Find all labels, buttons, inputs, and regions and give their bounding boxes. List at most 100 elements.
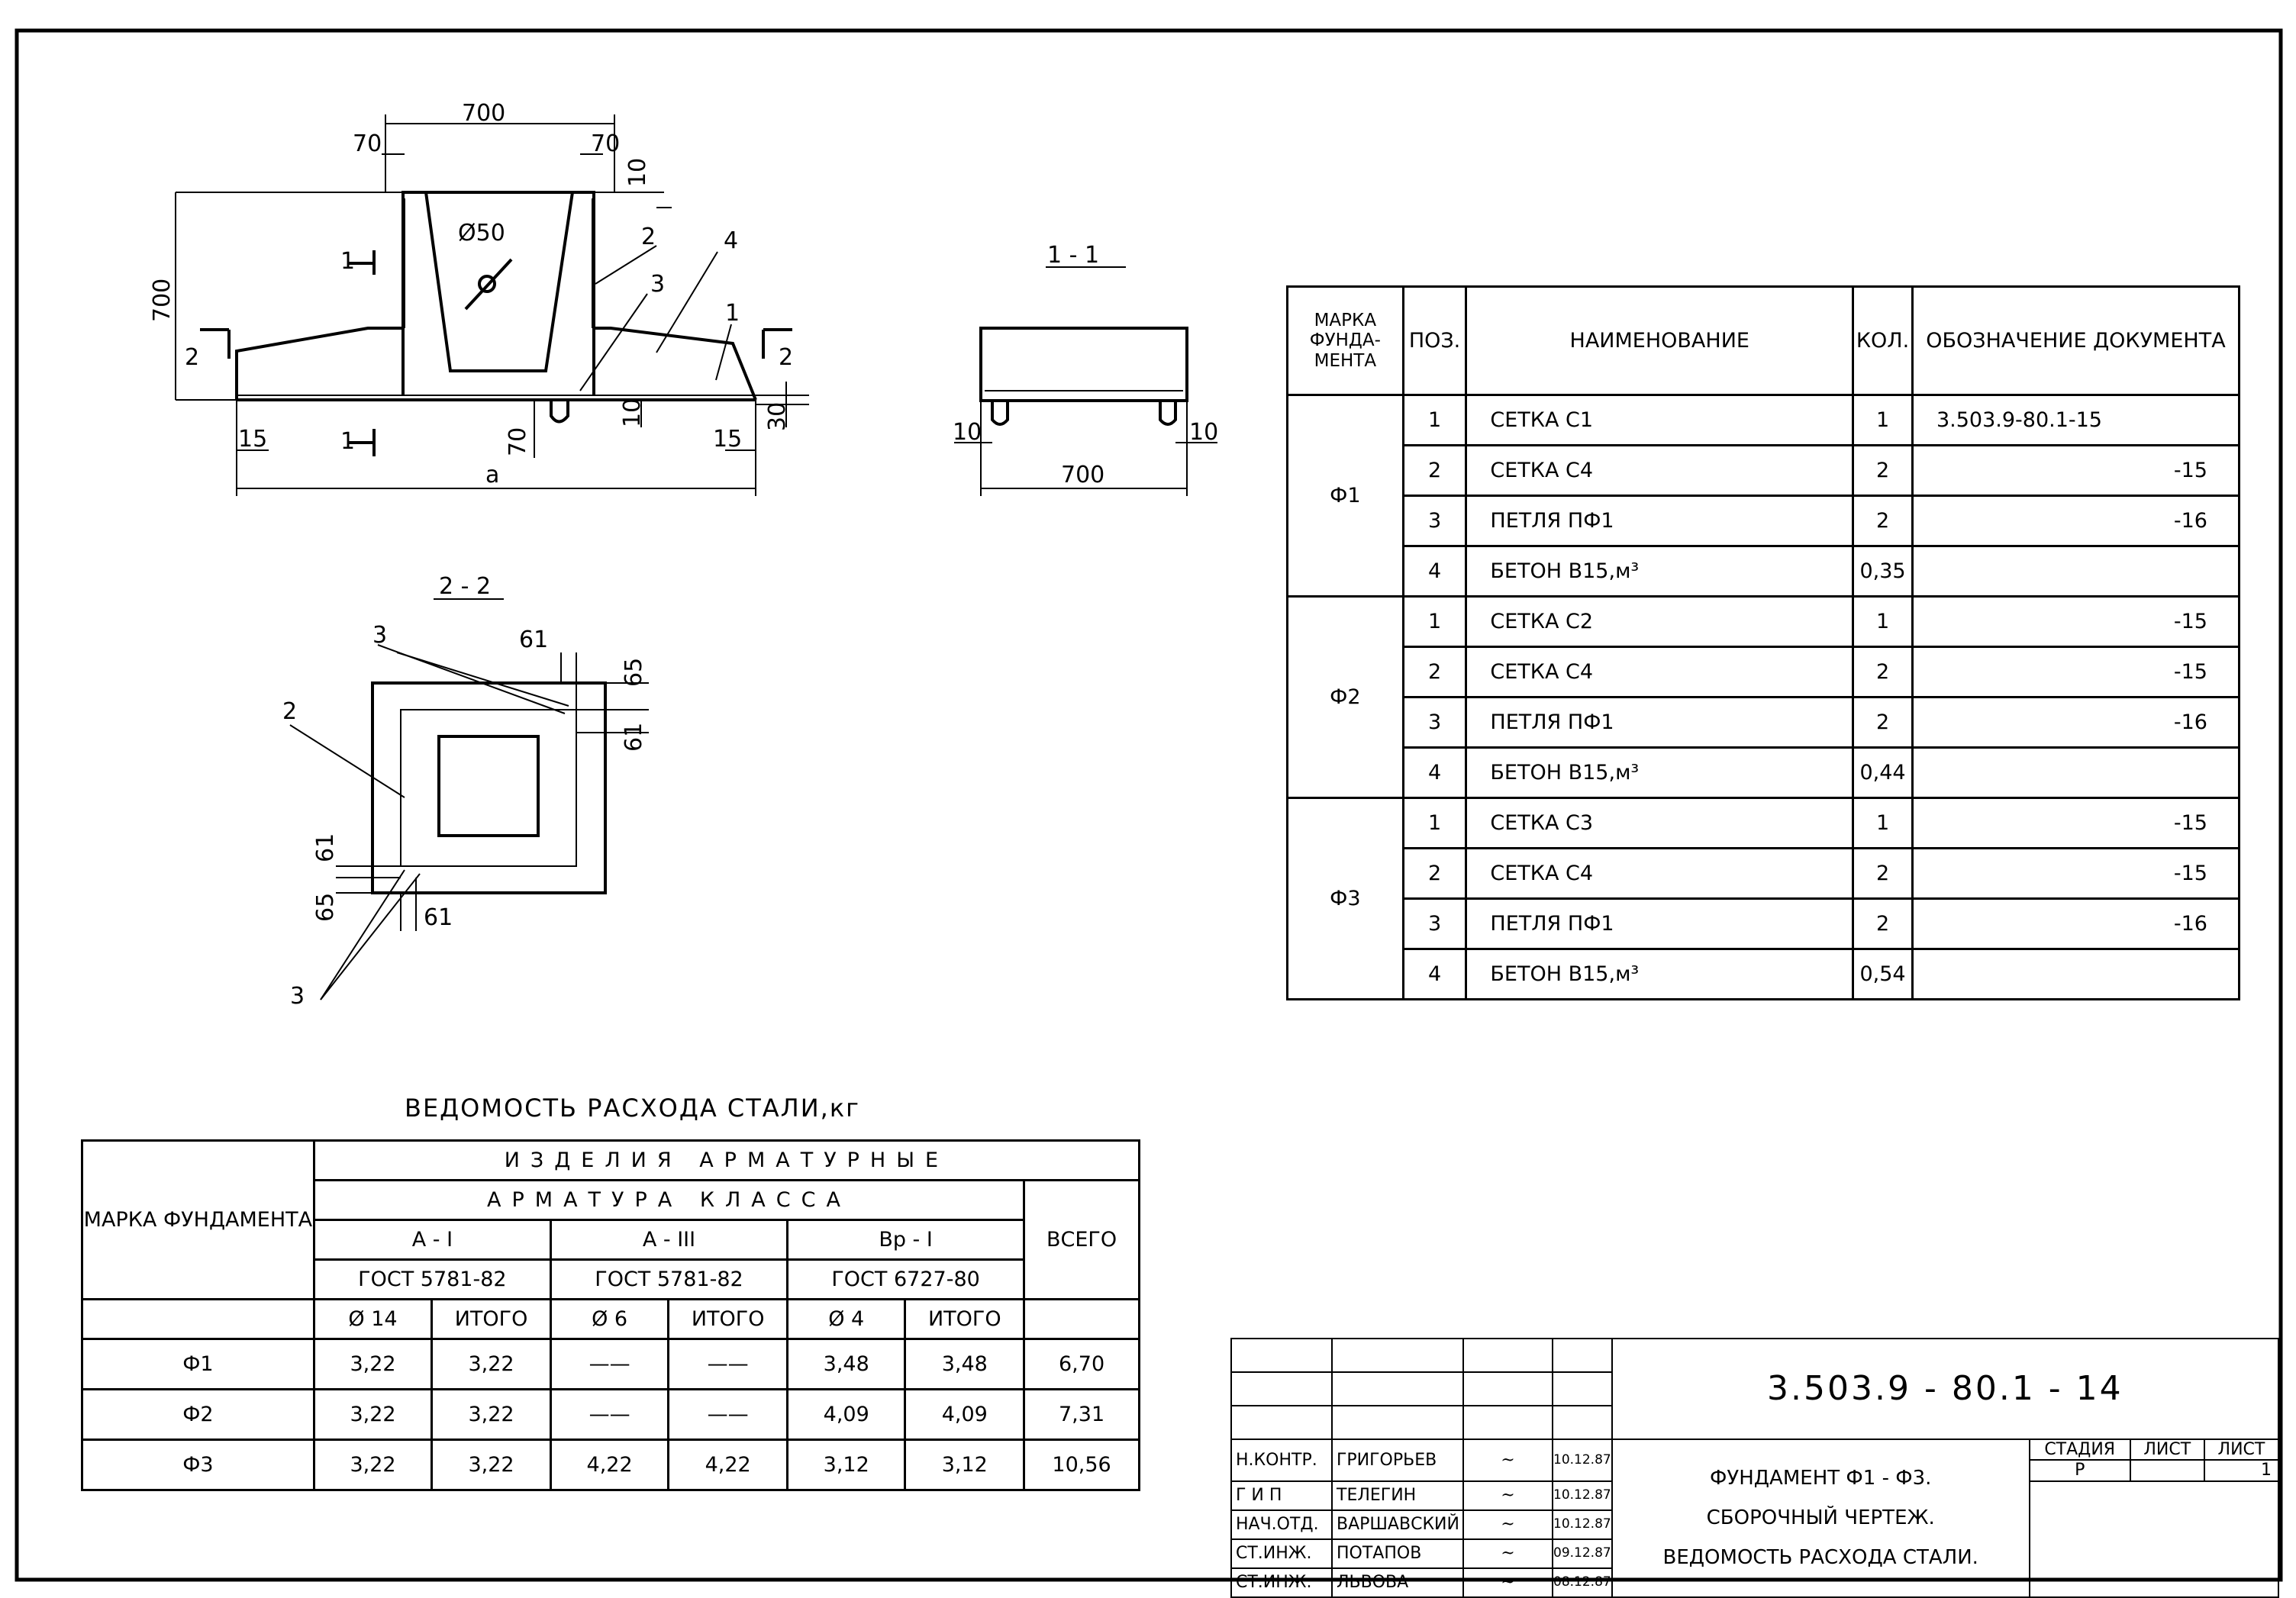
dim-10-top: 10 <box>624 158 651 187</box>
spec-qty: 2 <box>1852 847 1914 900</box>
cut-1-top: 1 <box>340 248 355 275</box>
spec-name: БЕТОН В15,м³ <box>1465 545 1855 598</box>
drawing-title: ФУНДАМЕНТ Ф1 - Ф3. СБОРОЧНЫЙ ЧЕРТЕЖ. ВЕД… <box>1611 1439 2030 1598</box>
spec-pos: 4 <box>1401 746 1468 799</box>
steel-header-total: ВСЕГО <box>1023 1179 1140 1300</box>
steel-class: Вр - I <box>786 1219 1026 1261</box>
staff-role: НАЧ.ОТД. <box>1230 1509 1333 1540</box>
steel-header-mark: МАРКА ФУНДАМЕНТА <box>81 1139 315 1300</box>
steel-sub: Ø 4 <box>786 1298 907 1340</box>
leader-1: 1 <box>725 300 740 327</box>
dim-30: 30 <box>764 402 791 431</box>
spec-qty: 2 <box>1852 696 1914 749</box>
spec-doc <box>1911 948 2241 1000</box>
spec-name: БЕТОН В15,м³ <box>1465 746 1855 799</box>
spec-pos: 4 <box>1401 545 1468 598</box>
section-1-1 <box>954 266 1217 496</box>
spec-pos: 3 <box>1401 696 1468 749</box>
leader-4: 4 <box>724 227 738 254</box>
section-2-2-61d: 61 <box>424 904 453 931</box>
section-2-2-61b: 61 <box>621 723 647 752</box>
dim-700-top: 700 <box>462 100 505 127</box>
spec-pos: 2 <box>1401 444 1468 497</box>
spec-doc: -15 <box>1911 797 2241 849</box>
spec-doc: -16 <box>1911 495 2241 547</box>
staff-name: ГРИГОРЬЕВ <box>1331 1439 1464 1482</box>
staff-role: СТ.ИНЖ. <box>1230 1538 1333 1569</box>
steel-cell: 4,22 <box>667 1439 789 1491</box>
steel-sub: Ø 14 <box>312 1298 434 1340</box>
steel-cell: 3,48 <box>904 1338 1026 1390</box>
staff-name: ПОТАПОВ <box>1331 1538 1464 1569</box>
spec-name: СЕТКА С4 <box>1465 847 1855 900</box>
staff-date: 10.12.87 <box>1552 1509 1613 1540</box>
steel-cell: —— <box>667 1388 789 1441</box>
spec-name: СЕТКА С3 <box>1465 797 1855 849</box>
staff-role: СТ.ИНЖ. <box>1230 1567 1333 1598</box>
steel-sub: ИТОГО <box>904 1298 1026 1340</box>
steel-cell: 7,31 <box>1023 1388 1140 1441</box>
spec-doc <box>1911 545 2241 598</box>
title-line-3: ВЕДОМОСТЬ РАСХОДА СТАЛИ. <box>1662 1546 1978 1570</box>
steel-class: А - III <box>549 1219 789 1261</box>
steel-cell: 3,22 <box>430 1338 552 1390</box>
steel-cell: 3,12 <box>904 1439 1026 1491</box>
staff-role: Г И П <box>1230 1480 1333 1511</box>
spec-name: СЕТКА С2 <box>1465 595 1855 648</box>
stage-header: СТАДИЯ <box>2030 1440 2130 1461</box>
sheet-col: ЛИСТ <box>2130 1440 2205 1480</box>
spec-pos: 3 <box>1401 897 1468 950</box>
spec-name: СЕТКА С1 <box>1465 394 1855 446</box>
section-1-1-width: 700 <box>1061 462 1104 488</box>
steel-cell: 3,22 <box>312 1338 434 1390</box>
steel-sub: Ø 6 <box>549 1298 670 1340</box>
steel-table: МАРКА ФУНДАМЕНТА ИЗДЕЛИЯ АРМАТУРНЫЕ АРМА… <box>81 1139 1141 1491</box>
steel-sub: ИТОГО <box>430 1298 552 1340</box>
section-2-2-pos3a: 3 <box>372 622 387 649</box>
steel-cell: 4,22 <box>549 1439 670 1491</box>
steel-mark: Ф2 <box>81 1388 315 1441</box>
spec-header-doc: ОБОЗНАЧЕНИЕ ДОКУМЕНТА <box>1911 285 2241 396</box>
spec-name: ПЕТЛЯ ПФ1 <box>1465 696 1855 749</box>
spec-pos: 4 <box>1401 948 1468 1000</box>
spec-name: СЕТКА С4 <box>1465 646 1855 698</box>
spec-qty: 0,44 <box>1852 746 1914 799</box>
staff-date: 08.12.87 <box>1552 1567 1613 1598</box>
spec-doc: 3.503.9-80.1-15 <box>1911 394 2241 446</box>
steel-mark: Ф1 <box>81 1338 315 1390</box>
cut-1-bottom: 1 <box>340 428 355 455</box>
spec-qty: 1 <box>1852 394 1914 446</box>
spec-qty: 1 <box>1852 595 1914 648</box>
dim-700-height: 700 <box>149 279 176 322</box>
sheet-frame <box>15 28 2283 1582</box>
steel-cell: 3,22 <box>312 1439 434 1491</box>
spec-table: МАРКА ФУНДА-МЕНТА ПОЗ. НАИМЕНОВАНИЕ КОЛ.… <box>1286 285 2241 1000</box>
sheets-header: ЛИСТ <box>2204 1440 2278 1461</box>
section-1-1-left: 10 <box>953 419 982 446</box>
steel-cell: 10,56 <box>1023 1439 1140 1491</box>
section-2-2-pos2: 2 <box>282 698 297 725</box>
leader-3: 3 <box>650 271 665 298</box>
section-2-2-pos3b: 3 <box>290 983 305 1010</box>
spec-header-pos: ПОЗ. <box>1401 285 1468 396</box>
spec-qty: 0,35 <box>1852 545 1914 598</box>
section-1-1-title: 1 - 1 <box>1047 242 1099 269</box>
section-2-2 <box>289 598 649 1000</box>
steel-sub: ИТОГО <box>667 1298 789 1340</box>
steel-cell: —— <box>667 1338 789 1390</box>
section-1-1-right: 10 <box>1189 419 1218 446</box>
spec-qty: 1 <box>1852 797 1914 849</box>
section-2-left: 2 <box>185 344 199 371</box>
signature: ~ <box>1462 1538 1553 1569</box>
spec-pos: 1 <box>1401 394 1468 446</box>
dim-15-left: 15 <box>238 426 267 453</box>
stage-cell: СТАДИЯ Р <box>2028 1439 2131 1482</box>
spec-qty: 2 <box>1852 646 1914 698</box>
steel-cell: 3,22 <box>430 1388 552 1441</box>
spec-doc: -16 <box>1911 696 2241 749</box>
title-block: 3.503.9 - 80.1 - 14 Н.КОНТР. ГРИГОРЬЕВ ~… <box>1230 1338 2280 1598</box>
sheet-cells: ЛИСТ ЛИСТ 1 <box>2129 1439 2280 1482</box>
spec-mark: Ф1 <box>1286 394 1404 598</box>
title-line-2: СБОРОЧНЫЙ ЧЕРТЕЖ. <box>1706 1506 1935 1530</box>
